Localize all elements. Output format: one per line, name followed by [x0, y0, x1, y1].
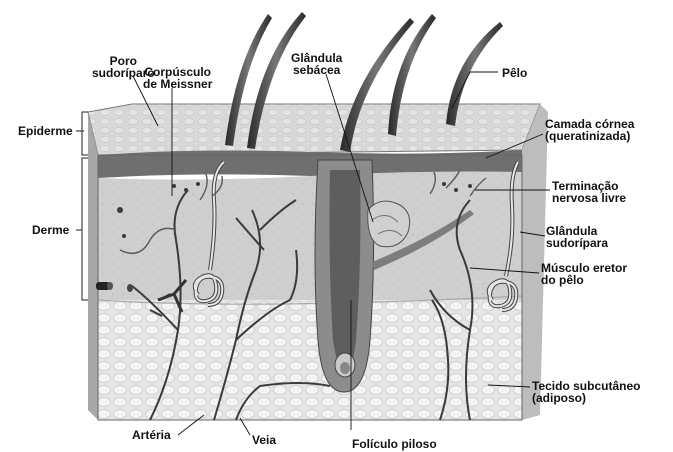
label-veia: Veia	[252, 434, 276, 446]
label-pelo: Pêlo	[502, 67, 527, 79]
sebaceous-gland	[368, 201, 410, 247]
label-epiderme: Epiderme	[18, 125, 73, 137]
layer-brackets	[76, 112, 88, 300]
label-derme: Derme	[32, 224, 69, 236]
label-tecido-subcutaneo: Tecido subcutâneo(adiposo)	[532, 380, 640, 404]
label-foliculo-piloso: Folículo piloso	[352, 438, 437, 450]
label-arteria: Artéria	[132, 429, 171, 441]
label-camada-cornea: Camada córnea(queratinizada)	[545, 118, 634, 142]
